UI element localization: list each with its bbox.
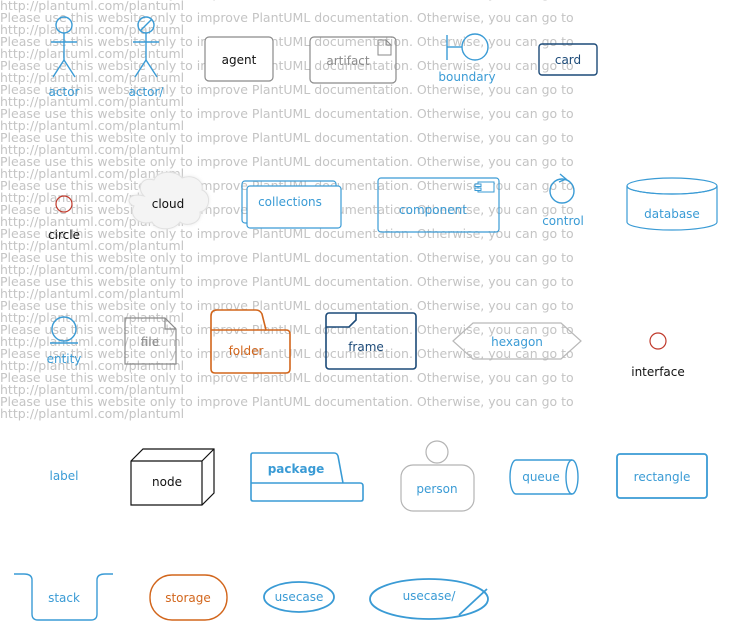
label-text: label — [49, 469, 78, 483]
frame-shape — [325, 312, 417, 370]
rectangle-label: rectangle — [634, 470, 691, 484]
agent-label: agent — [222, 53, 257, 67]
watermark-url: http://plantuml.com/plantuml — [0, 0, 185, 13]
component-icon — [474, 181, 495, 193]
watermark-line: Please use this website only to improve … — [0, 106, 574, 121]
watermark-line: Please use this website only to improve … — [0, 10, 574, 25]
person-label: person — [416, 482, 457, 496]
watermark-url: http://plantuml.com/plantuml — [0, 358, 185, 373]
watermark-url: http://plantuml.com/plantuml — [0, 238, 185, 253]
watermark-line: Please use this website only to improve … — [0, 298, 574, 313]
watermark-url: http://plantuml.com/plantuml — [0, 94, 185, 109]
collections-label: collections — [258, 195, 322, 209]
watermark-line: Please use this website only to improve … — [0, 82, 574, 97]
component-label: component — [399, 203, 467, 217]
usecase-label: usecase — [275, 590, 324, 604]
entity-shape — [50, 316, 78, 344]
database-shape — [626, 177, 718, 231]
node-shape — [130, 448, 215, 506]
watermark-url: http://plantuml.com/plantuml — [0, 310, 185, 325]
cloud-shape — [128, 171, 209, 230]
card-shape — [538, 43, 598, 76]
watermark-line: Please use this website only to improve … — [0, 346, 574, 361]
node-label: node — [152, 475, 182, 489]
interface-label: interface — [631, 365, 685, 379]
watermark-line: Please use this website only to improve … — [0, 226, 574, 241]
collections-front — [246, 185, 342, 229]
boundary-shape — [446, 33, 489, 61]
control-label: control — [542, 214, 584, 228]
card-label: card — [555, 53, 581, 67]
frame-tab — [326, 313, 357, 328]
usecase-slash-label: usecase/ — [403, 589, 457, 603]
watermark-line: Please use this website only to improve … — [0, 34, 574, 49]
watermark-url: http://plantuml.com/plantuml — [0, 70, 185, 85]
actor-label: actor — [49, 85, 80, 99]
actor-slash-label: actor/ — [129, 85, 165, 99]
folder-label: folder — [229, 344, 264, 358]
circle-shape — [55, 195, 73, 213]
control-shape — [549, 173, 575, 204]
watermark-line: Please use this website only to improve … — [0, 154, 574, 169]
watermark-url: http://plantuml.com/plantuml — [0, 118, 185, 133]
watermark-url: http://plantuml.com/plantuml — [0, 382, 185, 397]
folder-shape — [210, 309, 291, 374]
file-shape — [124, 317, 177, 365]
watermark-line: Please use this website only to improve … — [0, 394, 574, 409]
actor-slash-shape — [133, 16, 159, 78]
boundary-label: boundary — [438, 70, 495, 84]
file-label: file — [141, 335, 159, 349]
watermark: Please use this website only to improve … — [0, 0, 574, 421]
watermark-line: Please use this website only to improve … — [0, 130, 574, 145]
entity-label: entity — [47, 352, 82, 366]
watermark-url: http://plantuml.com/plantuml — [0, 334, 185, 349]
queue-shape — [509, 459, 579, 495]
watermark-line: Please use this website only to improve … — [0, 58, 574, 73]
stack-shape — [14, 573, 113, 621]
watermark-line: Please use this website only to improve … — [0, 250, 574, 265]
cloud-label: cloud — [152, 197, 185, 211]
hexagon-label: hexagon — [491, 335, 543, 349]
watermark-url: http://plantuml.com/plantuml — [0, 406, 185, 421]
watermark-url: http://plantuml.com/plantuml — [0, 142, 185, 157]
component-shape — [377, 177, 500, 233]
agent-shape — [204, 36, 274, 82]
frame-label: frame — [348, 340, 384, 354]
usecase-shape — [263, 581, 335, 613]
database-label: database — [644, 207, 700, 221]
hexagon-shape — [452, 322, 582, 360]
person-shape — [400, 440, 475, 512]
storage-label: storage — [165, 591, 211, 605]
circle-label: circle — [48, 228, 80, 242]
watermark-url: http://plantuml.com/plantuml — [0, 262, 185, 277]
watermark-url: http://plantuml.com/plantuml — [0, 166, 185, 181]
watermark-line: Please use this website only to improve … — [0, 370, 574, 385]
artifact-label: artifact — [326, 54, 370, 68]
rectangle-shape — [616, 453, 708, 499]
usecase-slash-shape — [369, 578, 489, 620]
artifact-icon — [377, 39, 392, 56]
watermark-line: Please use this website only to improve … — [0, 274, 574, 289]
package-label: package — [268, 462, 325, 476]
queue-label: queue — [522, 470, 560, 484]
stack-label: stack — [48, 591, 80, 605]
watermark-url: http://plantuml.com/plantuml — [0, 46, 185, 61]
interface-shape — [649, 332, 667, 350]
artifact-shape — [309, 36, 397, 84]
actor-shape — [51, 16, 77, 78]
watermark-url: http://plantuml.com/plantuml — [0, 286, 185, 301]
storage-shape — [149, 574, 228, 621]
package-shape — [250, 452, 364, 502]
